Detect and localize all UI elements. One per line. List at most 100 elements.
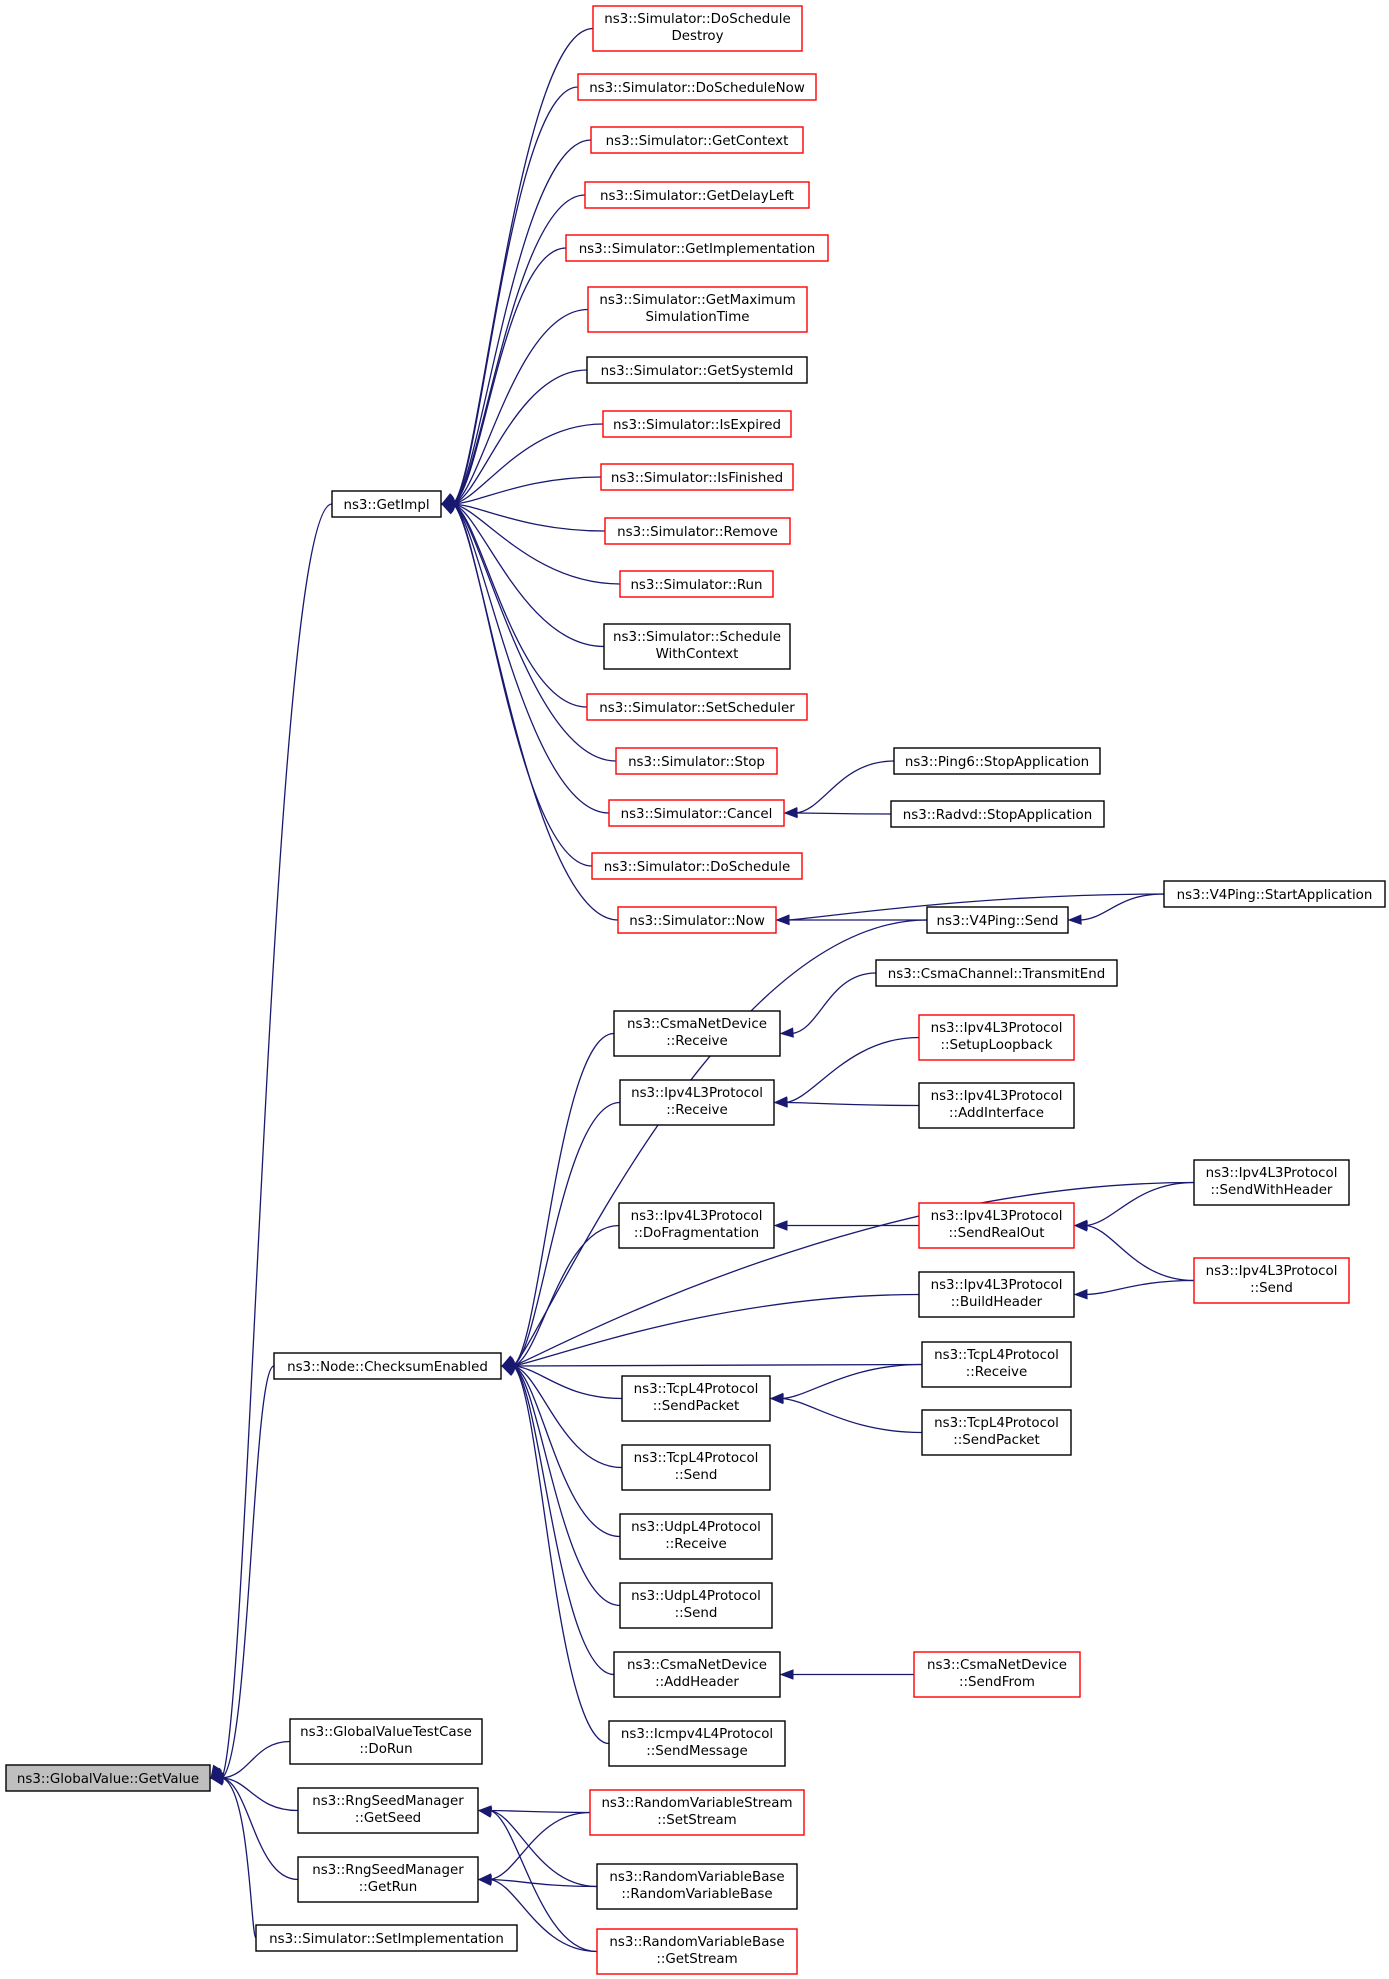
edge-line xyxy=(452,476,602,505)
node-ip4-frag[interactable]: ns3::Ipv4L3Protocol::DoFragmentation xyxy=(618,1202,775,1249)
node-ip4-recv[interactable]: ns3::Ipv4L3Protocol::Receive xyxy=(619,1079,775,1126)
node-label: ns3::CsmaChannel::TransmitEnd xyxy=(888,967,1105,982)
edge-cnd-ah-to-cnd-sf xyxy=(779,1669,915,1680)
node-box xyxy=(289,1718,483,1765)
node-s-isf[interactable]: ns3::Simulator::IsFinished xyxy=(600,463,794,491)
node-tcp-sp2[interactable]: ns3::TcpL4Protocol::SendPacket xyxy=(921,1409,1072,1456)
node-label: ::SetStream xyxy=(657,1813,736,1828)
node-udp-recv[interactable]: ns3::UdpL4Protocol::Receive xyxy=(619,1513,773,1560)
edge-root-to-checksum xyxy=(209,1365,275,1779)
node-s-rem[interactable]: ns3::Simulator::Remove xyxy=(604,517,791,545)
node-getimpl[interactable]: ns3::GetImpl xyxy=(331,490,442,518)
node-s-gdl[interactable]: ns3::Simulator::GetDelayLeft xyxy=(584,181,810,209)
edges-layer xyxy=(209,27,1195,1953)
nodes-layer: ns3::GlobalValue::GetValuens3::GetImplns… xyxy=(5,5,1386,1975)
node-label: ns3::Simulator::GetMaximum xyxy=(599,293,795,308)
arrowhead-icon xyxy=(209,1775,225,1786)
node-label: ns3::Ipv4L3Protocol xyxy=(931,1021,1063,1036)
node-checksum[interactable]: ns3::Node::ChecksumEnabled xyxy=(273,1352,502,1380)
node-s-ds[interactable]: ns3::Simulator::DoSchedule xyxy=(591,852,803,880)
node-s-ise[interactable]: ns3::Simulator::IsExpired xyxy=(602,410,792,438)
node-rvb-rvb[interactable]: ns3::RandomVariableBase::RandomVariableB… xyxy=(596,1863,798,1910)
node-label: ::SendPacket xyxy=(653,1399,740,1414)
edge-line xyxy=(791,972,877,1035)
node-s-dsn[interactable]: ns3::Simulator::DoScheduleNow xyxy=(577,73,817,101)
edge-line xyxy=(781,1363,923,1400)
node-v4start[interactable]: ns3::V4Ping::StartApplication xyxy=(1163,880,1386,908)
edge-line xyxy=(452,503,619,921)
arrowhead-icon xyxy=(1073,1289,1088,1300)
node-label: ns3::CsmaNetDevice xyxy=(627,1658,767,1673)
edge-getseed-to-rvb-rvb xyxy=(477,1806,598,1888)
arrowhead-icon xyxy=(773,1097,788,1108)
node-s-gsid[interactable]: ns3::Simulator::GetSystemId xyxy=(586,356,808,384)
node-cnd-ah[interactable]: ns3::CsmaNetDevice::AddHeader xyxy=(613,1651,781,1698)
node-label: ns3::TcpL4Protocol xyxy=(634,1451,759,1466)
node-ping6[interactable]: ns3::Ping6::StopApplication xyxy=(893,747,1101,775)
edge-line xyxy=(1079,893,1165,921)
node-s-now[interactable]: ns3::Simulator::Now xyxy=(617,906,777,934)
node-label: Destroy xyxy=(671,29,723,44)
node-ip4-addif[interactable]: ns3::Ipv4L3Protocol::AddInterface xyxy=(918,1082,1075,1129)
node-ip4-swh[interactable]: ns3::Ipv4L3Protocol::SendWithHeader xyxy=(1193,1159,1350,1206)
node-ccte[interactable]: ns3::CsmaChannel::TransmitEnd xyxy=(875,959,1118,987)
node-ip4-sro[interactable]: ns3::Ipv4L3Protocol::SendRealOut xyxy=(918,1202,1075,1249)
edge-line xyxy=(452,503,617,762)
node-box xyxy=(600,463,794,491)
node-s-run[interactable]: ns3::Simulator::Run xyxy=(619,570,774,598)
edge-line xyxy=(1085,1224,1195,1282)
node-s-cancel[interactable]: ns3::Simulator::Cancel xyxy=(608,799,785,827)
node-label: ns3::Ipv4L3Protocol xyxy=(1206,1264,1338,1279)
node-box xyxy=(608,799,785,827)
node-setimpl[interactable]: ns3::Simulator::SetImplementation xyxy=(255,1924,518,1952)
node-udp-send[interactable]: ns3::UdpL4Protocol::Send xyxy=(619,1582,773,1629)
node-box xyxy=(621,1375,771,1422)
node-box xyxy=(608,1720,786,1767)
node-label: ::GetRun xyxy=(359,1880,418,1895)
arrowhead-icon xyxy=(477,1875,492,1886)
node-rvb-gs[interactable]: ns3::RandomVariableBase::GetStream xyxy=(596,1928,798,1975)
edge-line xyxy=(452,139,592,505)
node-ip4-bh[interactable]: ns3::Ipv4L3Protocol::BuildHeader xyxy=(918,1271,1075,1318)
node-cnd-recv[interactable]: ns3::CsmaNetDevice::Receive xyxy=(613,1010,781,1057)
node-tcp-recv[interactable]: ns3::TcpL4Protocol::Receive xyxy=(921,1341,1072,1388)
node-tcp-send[interactable]: ns3::TcpL4Protocol::Send xyxy=(621,1444,771,1491)
node-label: ::Send xyxy=(1250,1281,1293,1296)
node-box xyxy=(297,1856,479,1903)
edge-checksum-to-udp-send xyxy=(500,1364,621,1607)
node-icmp-sm[interactable]: ns3::Icmpv4L4Protocol::SendMessage xyxy=(608,1720,786,1767)
node-label: ns3::UdpL4Protocol xyxy=(631,1520,761,1535)
node-s-gi[interactable]: ns3::Simulator::GetImplementation xyxy=(565,234,829,262)
edge-line xyxy=(512,1032,615,1367)
node-gvtc[interactable]: ns3::GlobalValueTestCase::DoRun xyxy=(289,1718,483,1765)
node-cnd-sf[interactable]: ns3::CsmaNetDevice::SendFrom xyxy=(913,1651,1081,1698)
node-box xyxy=(619,570,774,598)
node-box xyxy=(586,356,808,384)
node-ip4-slb[interactable]: ns3::Ipv4L3Protocol::SetupLoopback xyxy=(918,1014,1075,1061)
node-label: ns3::RngSeedManager xyxy=(312,1863,464,1878)
arrowhead-icon xyxy=(1073,1221,1088,1232)
node-v4send[interactable]: ns3::V4Ping::Send xyxy=(926,906,1069,934)
node-box xyxy=(591,852,803,880)
node-rvs-ss[interactable]: ns3::RandomVariableStream::SetStream xyxy=(589,1789,805,1836)
node-getseed[interactable]: ns3::RngSeedManager::GetSeed xyxy=(297,1787,479,1834)
edge-line xyxy=(787,893,1165,921)
node-label: ::BuildHeader xyxy=(951,1295,1043,1310)
node-s-gc[interactable]: ns3::Simulator::GetContext xyxy=(590,126,804,154)
node-label: ::SendRealOut xyxy=(949,1226,1045,1241)
node-ip4-send[interactable]: ns3::Ipv4L3Protocol::Send xyxy=(1193,1257,1350,1304)
node-label: ::Receive xyxy=(665,1537,726,1552)
node-s-stop[interactable]: ns3::Simulator::Stop xyxy=(615,747,778,775)
node-label: ::SendFrom xyxy=(959,1675,1035,1690)
edge-line xyxy=(221,1740,291,1779)
node-getrun[interactable]: ns3::RngSeedManager::GetRun xyxy=(297,1856,479,1903)
node-root[interactable]: ns3::GlobalValue::GetValue xyxy=(5,1764,211,1792)
edge-v4send-to-v4start xyxy=(1067,893,1165,925)
node-s-ss[interactable]: ns3::Simulator::SetScheduler xyxy=(586,693,808,721)
node-label: WithContext xyxy=(656,647,739,662)
node-radvd[interactable]: ns3::Radvd::StopApplication xyxy=(890,800,1105,828)
node-tcp-sp[interactable]: ns3::TcpL4Protocol::SendPacket xyxy=(621,1375,771,1422)
